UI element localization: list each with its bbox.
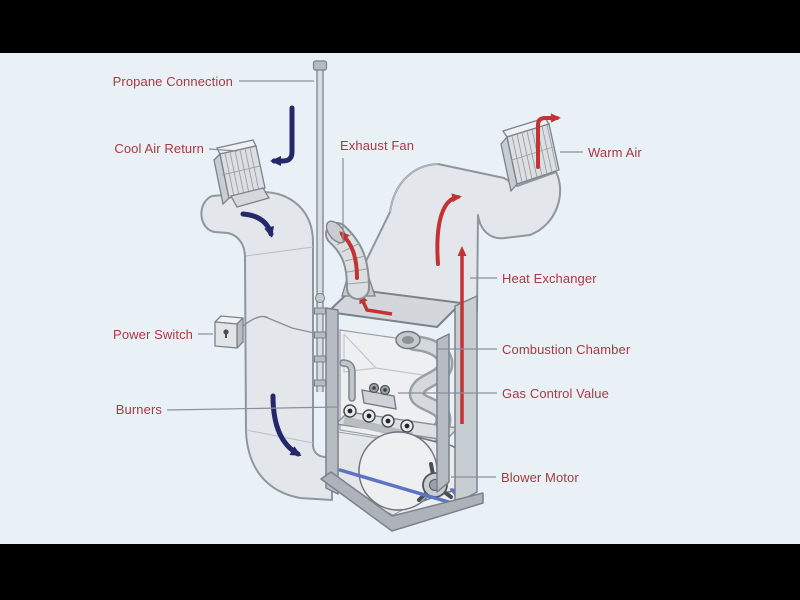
exhaust-flow-arrow-up bbox=[339, 231, 359, 280]
label-combustion-chamber: Combustion Chamber bbox=[502, 342, 631, 357]
label-power-switch: Power Switch bbox=[113, 327, 193, 342]
warm-air-vent bbox=[500, 117, 560, 193]
letterbox-bottom bbox=[0, 544, 800, 600]
cool-air-return-duct bbox=[200, 191, 333, 501]
warm-air-duct bbox=[345, 163, 562, 313]
label-gas-control-value: Gas Control Value bbox=[502, 386, 609, 401]
label-warm-air: Warm Air bbox=[588, 145, 642, 160]
cool-air-vent-grille bbox=[221, 147, 261, 197]
label-heat-exchanger: Heat Exchanger bbox=[502, 271, 597, 286]
label-propane-connection: Propane Connection bbox=[112, 74, 233, 89]
power-switch-box bbox=[214, 315, 315, 349]
exhaust-flex-duct bbox=[325, 220, 376, 300]
propane-pipe-cap bbox=[312, 60, 328, 71]
label-exhaust-fan: Exhaust Fan bbox=[340, 138, 415, 153]
label-blower-motor: Blower Motor bbox=[501, 470, 579, 485]
propane-pipe bbox=[312, 60, 328, 392]
warm-air-flow-arrows bbox=[435, 113, 561, 266]
pipe-fittings bbox=[314, 307, 326, 387]
cool-air-flow-arrows bbox=[240, 105, 302, 457]
gas-control-valve bbox=[339, 359, 397, 410]
label-cool-air-return: Cool Air Return bbox=[114, 141, 204, 156]
exhaust-flow-arrow bbox=[359, 293, 393, 316]
pipe-valve-ball bbox=[315, 293, 325, 303]
furnace-frame bbox=[320, 295, 484, 532]
letterbox-top bbox=[0, 0, 800, 53]
leader-lines bbox=[166, 80, 583, 478]
label-burners: Burners bbox=[115, 402, 162, 417]
